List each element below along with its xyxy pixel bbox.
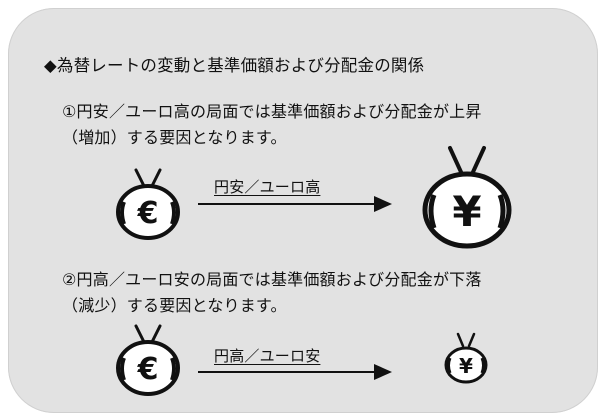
case2-arrow-label: 円高／ユーロ安 (214, 347, 321, 365)
panel-heading: ◆為替レートの変動と基準価額および分配金の関係 (44, 56, 425, 75)
case1-arrow-label: 円安／ユーロ高 (214, 178, 321, 196)
right-arrow-icon (198, 364, 392, 380)
case1-line2: （増加）する要因となります。 (62, 128, 287, 147)
right-arrow-icon (198, 196, 392, 212)
case2-line2: （減少）する要因となります。 (62, 296, 287, 315)
case1-line1: ①円安／ユーロ高の局面では基準価額および分配金が上昇 (62, 102, 482, 121)
euro-money-bag-icon: € (116, 168, 180, 240)
yen-symbol: ¥ (452, 187, 481, 236)
yen-money-bag-icon: ¥ (422, 146, 512, 249)
case2-line1: ②円高／ユーロ安の局面では基準価額および分配金が下落 (62, 270, 482, 289)
euro-symbol: € (137, 352, 159, 387)
euro-money-bag-icon: € (116, 324, 180, 396)
yen-symbol: ¥ (459, 354, 473, 378)
yen-money-bag-icon: ¥ (444, 332, 488, 384)
euro-symbol: € (137, 196, 159, 231)
